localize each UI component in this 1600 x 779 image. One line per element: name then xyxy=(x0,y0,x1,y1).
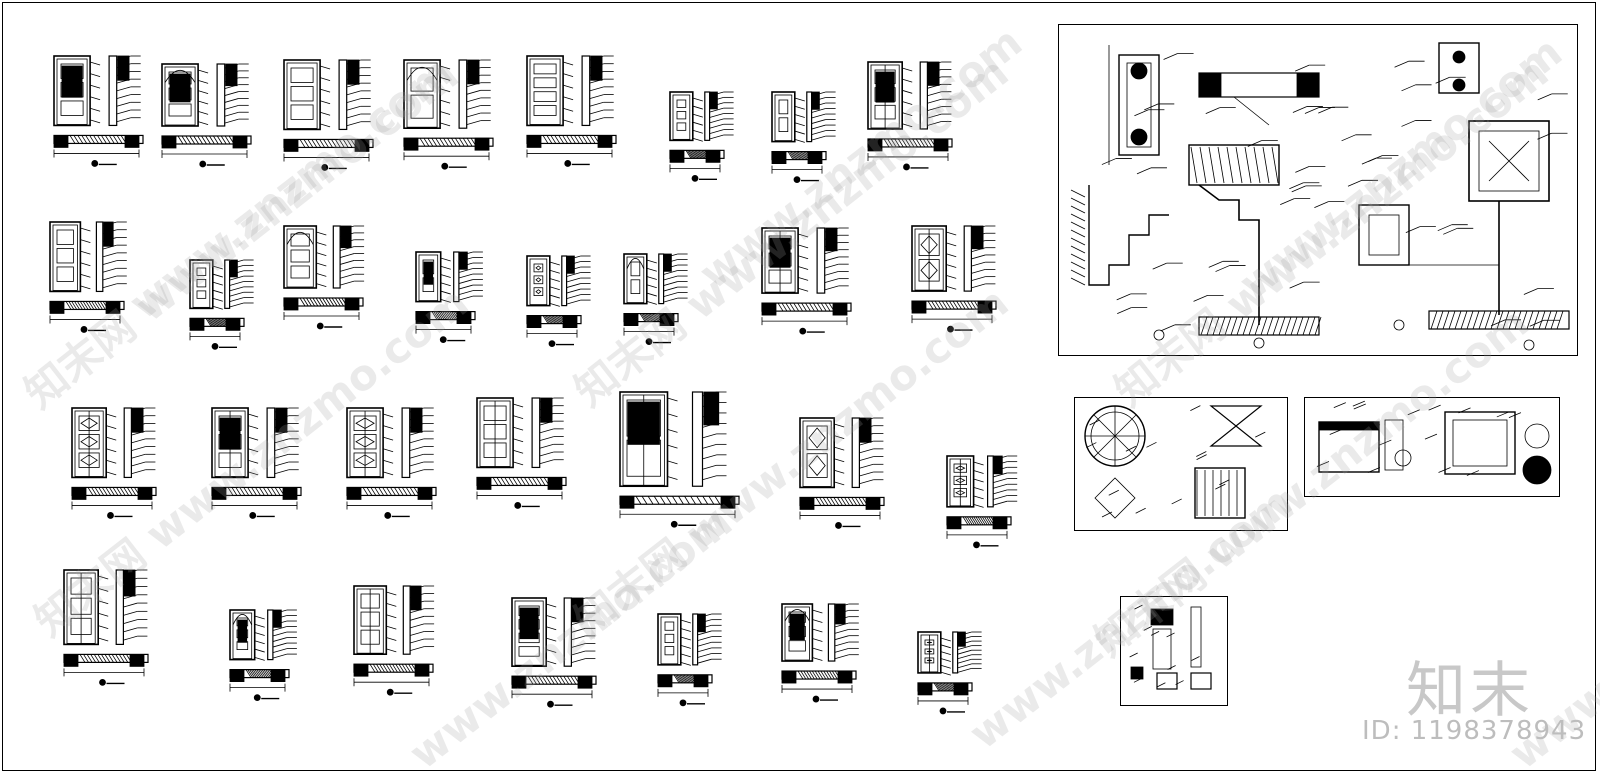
asset-id-label: ID: 1198378943 xyxy=(1362,716,1587,746)
door-detail-drawing xyxy=(618,388,743,540)
door-detail-drawing xyxy=(916,628,982,715)
door-detail-svg xyxy=(526,55,617,167)
door-head-frame xyxy=(1304,397,1560,497)
door-detail-drawing xyxy=(160,60,255,168)
door-detail-drawing xyxy=(352,582,437,696)
door-detail-svg xyxy=(619,391,740,528)
door-detail-svg xyxy=(283,225,365,330)
door-detail-svg xyxy=(63,569,149,686)
door-detail-svg xyxy=(211,407,302,519)
door-detail-drawing xyxy=(910,222,1000,333)
door-detail-svg xyxy=(403,59,494,170)
section-detail-frame xyxy=(1058,24,1578,356)
door-detail-drawing xyxy=(760,224,855,335)
door-detail-svg xyxy=(911,225,997,333)
door-detail-drawing xyxy=(780,600,860,703)
door-detail-svg xyxy=(761,227,852,335)
door-detail-svg xyxy=(49,221,127,333)
door-detail-svg xyxy=(669,91,734,182)
door-detail-svg xyxy=(511,597,597,708)
door-detail-svg xyxy=(781,603,859,703)
door-detail-drawing xyxy=(70,404,160,519)
door-detail-svg xyxy=(867,61,953,171)
door-detail-drawing xyxy=(62,566,152,686)
door-detail-svg xyxy=(189,259,254,350)
door-detail-drawing xyxy=(525,52,620,167)
door-detail-svg xyxy=(799,417,885,529)
door-head-frame-svg xyxy=(1316,400,1552,485)
door-detail-drawing xyxy=(668,88,734,182)
door-detail-drawing xyxy=(945,452,1018,549)
door-detail-drawing xyxy=(345,404,440,519)
door-detail-svg xyxy=(353,585,435,696)
door-detail-svg xyxy=(71,407,157,519)
section-detail-frame-svg xyxy=(1070,42,1570,351)
door-detail-drawing xyxy=(770,88,836,183)
door-detail-drawing xyxy=(798,414,888,529)
door-detail-drawing xyxy=(510,594,600,708)
door-detail-drawing xyxy=(282,222,367,330)
door-detail-svg xyxy=(161,63,252,168)
door-detail-drawing xyxy=(210,404,305,519)
door-detail-drawing xyxy=(656,610,722,707)
door-detail-svg xyxy=(657,613,722,707)
door-detail-drawing xyxy=(622,250,688,345)
brand-logo: 知末 xyxy=(1406,656,1534,726)
door-detail-svg xyxy=(917,631,982,715)
door-detail-svg xyxy=(476,397,567,509)
round-window-frame xyxy=(1074,397,1288,531)
small-detail-frame xyxy=(1120,596,1228,706)
door-detail-svg xyxy=(53,55,144,167)
door-detail-svg xyxy=(946,455,1018,549)
door-detail-svg xyxy=(623,253,688,345)
door-detail-svg xyxy=(771,91,836,183)
door-detail-drawing xyxy=(414,248,483,343)
door-detail-svg xyxy=(415,251,483,343)
door-detail-svg xyxy=(346,407,437,519)
door-detail-svg xyxy=(526,255,591,347)
door-detail-drawing xyxy=(402,56,497,170)
door-detail-drawing xyxy=(48,218,128,333)
door-detail-drawing xyxy=(52,52,147,167)
door-detail-drawing xyxy=(228,606,297,701)
door-detail-drawing xyxy=(475,394,570,509)
door-detail-svg xyxy=(283,59,374,171)
door-detail-drawing xyxy=(525,252,591,347)
small-detail-frame-svg xyxy=(1129,604,1212,690)
door-detail-svg xyxy=(229,609,297,701)
door-detail-drawing xyxy=(282,56,377,171)
door-detail-drawing xyxy=(188,256,254,350)
door-detail-drawing xyxy=(866,58,956,171)
round-window-frame-svg xyxy=(1084,405,1266,519)
